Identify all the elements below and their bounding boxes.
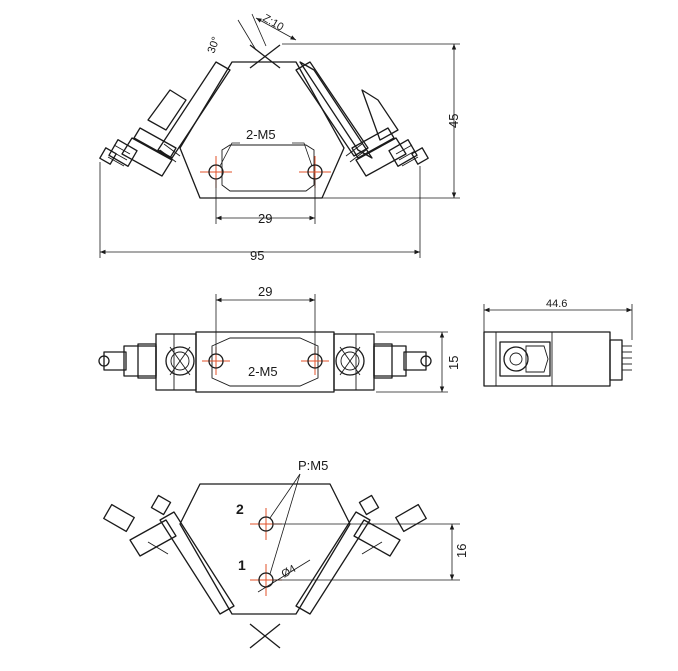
bottom-view-body	[179, 483, 351, 615]
bottom-view-dim-height: 16	[454, 544, 469, 558]
front-view-body	[195, 331, 335, 393]
front-view-dim-height: 15	[446, 356, 461, 370]
front-view-hole-label: 2-M5	[248, 364, 278, 379]
top-view-dim-z: Z:10	[261, 12, 286, 33]
side-view: 44.6	[483, 298, 633, 387]
bottom-view-hole-2-label: 2	[236, 501, 244, 517]
top-view-dim-height: 45	[446, 114, 461, 128]
bottom-view-diameter-label: Ø4	[280, 563, 299, 581]
bottom-view: 2 1 P:M5 Ø4 16	[103, 458, 469, 649]
bottom-view-right-arm	[295, 494, 427, 615]
front-view-dim-hole-spacing: 29	[258, 284, 272, 299]
bottom-view-pitch-label: P:M5	[298, 458, 328, 473]
bottom-view-left-arm	[103, 494, 235, 615]
top-view-dim-angle: 30°	[206, 35, 223, 55]
top-view-left-arm	[99, 61, 231, 177]
top-view-dim-width: 95	[250, 248, 264, 263]
front-view: 2-M5 29 15	[98, 284, 461, 393]
top-view-pocket	[221, 144, 315, 192]
side-view-body	[483, 331, 611, 387]
top-view-hole-label: 2-M5	[246, 127, 276, 142]
top-view: 2-M5 29 95 45 30° Z:10	[99, 12, 461, 263]
side-view-dim-width: 44.6	[546, 298, 567, 310]
bottom-view-hole-1-label: 1	[238, 557, 246, 573]
top-view-dim-hole-spacing: 29	[258, 211, 272, 226]
top-view-right-arm	[295, 61, 429, 177]
